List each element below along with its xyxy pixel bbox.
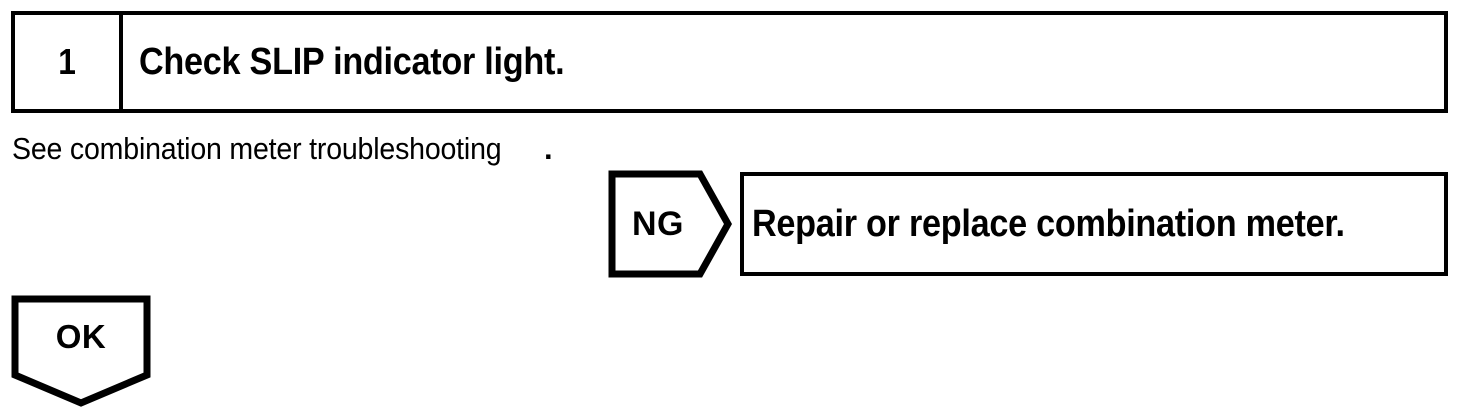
ng-chevron-shape: [608, 170, 732, 278]
step-number-cell: 1: [15, 15, 123, 109]
step-header-box: 1 Check SLIP indicator light.: [11, 11, 1448, 113]
step-note-period: .: [543, 131, 553, 166]
ng-result-box: Repair or replace combination meter.: [740, 172, 1448, 276]
step-note-text: See combination meter troubleshooting: [12, 131, 502, 166]
step-number: 1: [58, 41, 76, 82]
step-note: See combination meter troubleshooting.: [12, 131, 553, 167]
step-title-text: Check SLIP indicator light.: [139, 40, 565, 83]
ok-arrow-shape: [11, 295, 151, 407]
ng-result-text: Repair or replace combination meter.: [752, 202, 1345, 245]
step-title: Check SLIP indicator light.: [139, 15, 612, 109]
